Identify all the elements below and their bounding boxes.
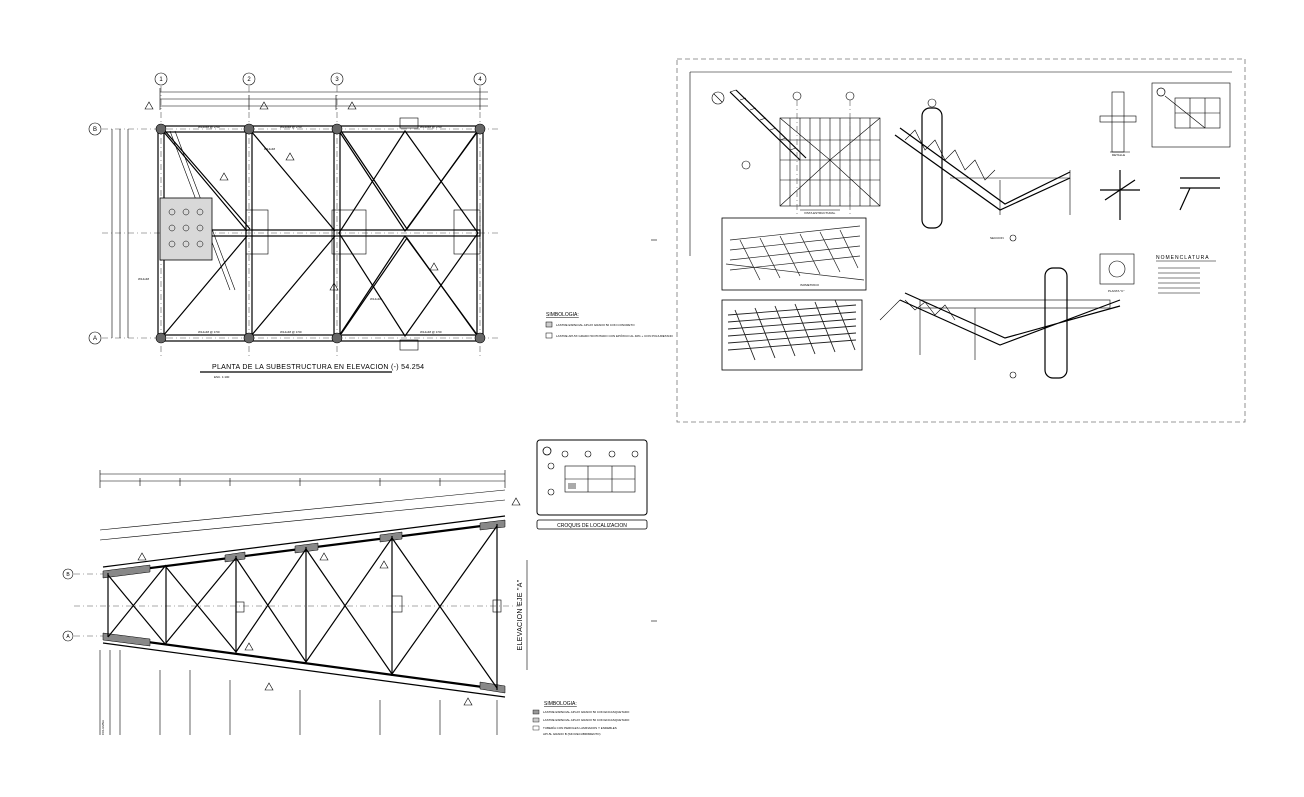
- svg-text:LASTRE ESPECIAL APl-2X GRADO 5: LASTRE ESPECIAL APl-2X GRADO 50 CON ENCA…: [543, 710, 630, 714]
- structural-view: VISTA ESTRUCTURAL: [711, 89, 881, 215]
- svg-text:B: B: [93, 127, 97, 133]
- axis-bubble-3: 3: [330, 72, 344, 86]
- svg-text:B: B: [66, 572, 70, 578]
- svg-text:1: 1: [159, 77, 163, 83]
- svg-text:LASTRE ESPECIAL APl-2X GRADO 5: LASTRE ESPECIAL APl-2X GRADO 50 CON CONC…: [556, 323, 635, 327]
- svg-text:W14x48: W14x48: [138, 277, 149, 281]
- elev-axis-A: A: [62, 630, 74, 642]
- svg-text:W14x48 @ 3.50: W14x48 @ 3.50: [420, 330, 442, 334]
- svg-text:DETALLE: DETALLE: [1112, 153, 1125, 157]
- elev-axis-B: B: [62, 568, 74, 580]
- plan-view-title: PLANTA DE LA SUBESTRUCTURA EN ELEVACION …: [212, 364, 424, 371]
- isometric-render-1: ISOMETRICO: [721, 217, 867, 291]
- svg-text:SIMBOLOGIA:: SIMBOLOGIA:: [544, 701, 577, 707]
- svg-text:A: A: [93, 336, 97, 342]
- axis-bubble-4: 4: [473, 72, 487, 86]
- svg-text:W14x48 @ 3.50: W14x48 @ 3.50: [198, 125, 220, 129]
- svg-text:LASTRE APl-5X GRADO 50 PINTADO: LASTRE APl-5X GRADO 50 PINTADO CON EPÓXI…: [556, 333, 674, 338]
- svg-text:W14x48 @ 3.50: W14x48 @ 3.50: [198, 330, 220, 334]
- svg-text:ISOMETRICO: ISOMETRICO: [800, 283, 820, 287]
- isometric-render-2: [721, 299, 863, 371]
- svg-text:API-5L GRADO B (SIN RECUBRIMIE: API-5L GRADO B (SIN RECUBRIMIENTO): [543, 732, 601, 736]
- svg-text:W14x48 @ 3.50: W14x48 @ 3.50: [280, 125, 302, 129]
- truss-section: SECCION: [894, 98, 1071, 242]
- svg-text:3: 3: [335, 77, 339, 83]
- axis-bubble-2: 2: [242, 72, 256, 86]
- svg-text:NOMENCLATURA: NOMENCLATURA: [1156, 255, 1210, 261]
- svg-text:W14x48: W14x48: [264, 147, 275, 151]
- axis-bubble-1: 1: [154, 72, 168, 86]
- key-plan: [1151, 82, 1231, 148]
- svg-text:PLANTA "C": PLANTA "C": [1108, 289, 1124, 293]
- details-cluster: DETALLE PLANTA "C": [1099, 91, 1220, 293]
- svg-text:A: A: [66, 634, 70, 640]
- svg-text:4: 4: [478, 77, 482, 83]
- svg-text:2: 2: [247, 77, 251, 83]
- symbology-top: SIMBOLOGIA: LASTRE ESPECIAL APl-2X GRADO…: [545, 312, 674, 339]
- plan-view: 1 2 3 4 B A: [88, 72, 500, 379]
- svg-text:LASTRE ESPECIAL APl-2X GRADO 5: LASTRE ESPECIAL APl-2X GRADO 50 CON ENCA…: [543, 718, 630, 722]
- nomenclature: NOMENCLATURA: [1156, 255, 1216, 294]
- svg-text:SIMBOLOGIA:: SIMBOLOGIA:: [546, 312, 579, 318]
- svg-text:TUBERÍA CON PERFILES LAMINADOS: TUBERÍA CON PERFILES LAMINADOS Y ENDEBLE…: [543, 726, 617, 730]
- svg-text:VISTA ESTRUCTURAL: VISTA ESTRUCTURAL: [804, 211, 836, 215]
- plan-view-scale: ESC. 1:100: [214, 375, 230, 379]
- detail-sheet: VISTA ESTRUCTURAL ISOMETRICO: [676, 58, 1246, 423]
- location-sketch: CROQUIS DE LOCALIZACION: [536, 439, 648, 530]
- svg-text:W14x48: W14x48: [370, 297, 381, 301]
- axis-bubble-B: B: [88, 122, 102, 136]
- symbology-bottom: SIMBOLOGIA: LASTRE ESPECIAL APl-2X GRADO…: [532, 701, 630, 736]
- elevation-view-title: ELEVACION EJE "A": [517, 579, 524, 650]
- svg-text:W14x48 @ 3.50: W14x48 @ 3.50: [420, 125, 442, 129]
- svg-text:SECCION: SECCION: [990, 236, 1004, 240]
- lower-elevation: [879, 267, 1121, 379]
- location-sketch-label: CROQUIS DE LOCALIZACION: [557, 523, 627, 529]
- svg-text:W14x48 @ 3.50: W14x48 @ 3.50: [280, 330, 302, 334]
- axis-bubble-A: A: [88, 331, 102, 345]
- svg-text:COLUMNA: COLUMNA: [101, 720, 105, 735]
- elevation-view: B A: [62, 470, 528, 735]
